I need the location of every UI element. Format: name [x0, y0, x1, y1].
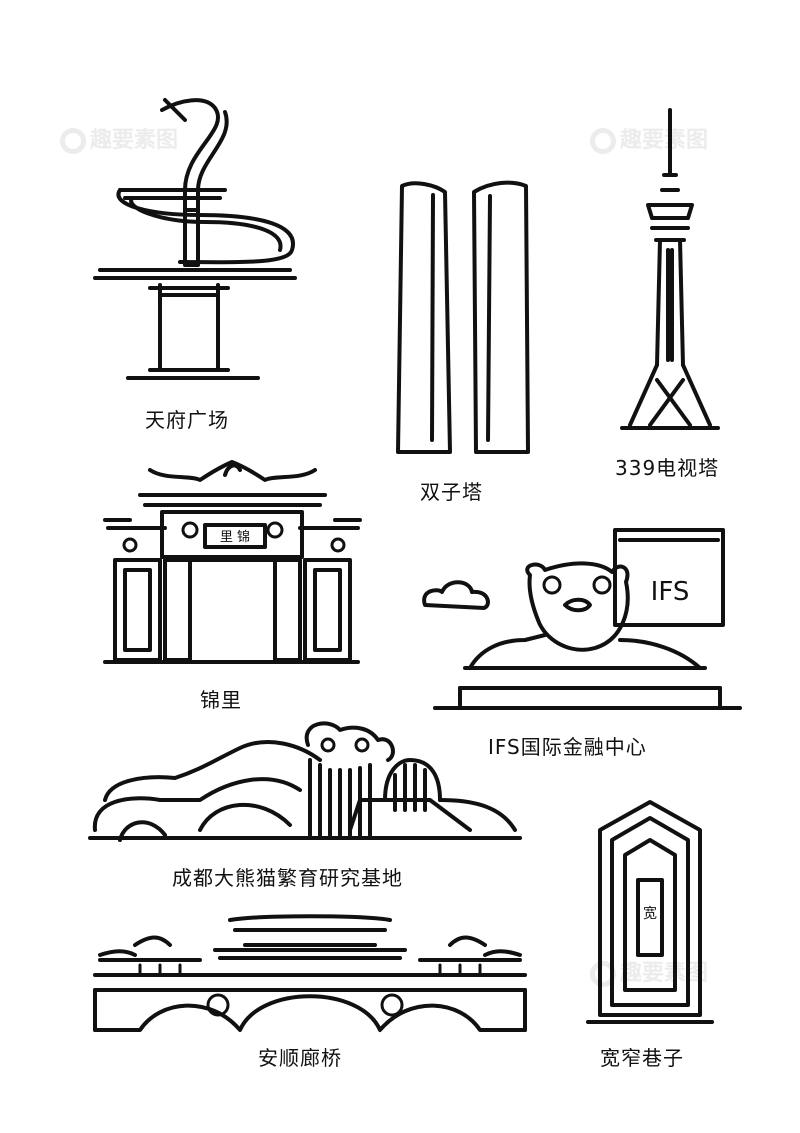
ifs-center-drawing: IFS: [422, 528, 742, 710]
kuanzhai-gate-text: 宽: [643, 905, 657, 922]
label-kuanzhai-alley: 宽窄巷子: [600, 1046, 684, 1070]
watermark-top-left: 趣要素图: [60, 122, 178, 154]
twin-towers-drawing: [396, 180, 530, 454]
watermark-top-right: 趣要素图: [590, 122, 708, 154]
tv-tower-drawing: [620, 108, 720, 430]
watermark-text: 趣要素图: [620, 961, 709, 986]
label-ifs: IFS国际金融中心: [488, 735, 647, 759]
ifs-logo-text: IFS: [651, 577, 690, 607]
label-anshun-bridge: 安顺廊桥: [258, 1046, 342, 1070]
label-tianfu-square: 天府广场: [145, 408, 229, 432]
label-tv-tower: 339电视塔: [615, 456, 720, 480]
watermark-text: 趣要素图: [90, 128, 179, 153]
jinli-gate-drawing: 里 锦: [103, 460, 362, 664]
watermark-text: 趣要素图: [620, 128, 709, 153]
watermark-logo-icon: [60, 128, 86, 154]
jinli-plaque-text: 里 锦: [220, 530, 250, 545]
label-jinli: 锦里: [200, 688, 242, 712]
watermark-logo-icon: [590, 128, 616, 154]
tianfu-square-drawing: [93, 98, 297, 380]
label-twin-towers: 双子塔: [420, 480, 483, 504]
panda-base-drawing: [88, 721, 522, 842]
anshun-bridge-drawing: [93, 914, 527, 1032]
watermark-bottom-right: 趣要素图: [590, 955, 708, 987]
kuanzhai-alley-drawing: 宽: [586, 800, 714, 1024]
label-panda-base: 成都大熊猫繁育研究基地: [172, 866, 403, 890]
